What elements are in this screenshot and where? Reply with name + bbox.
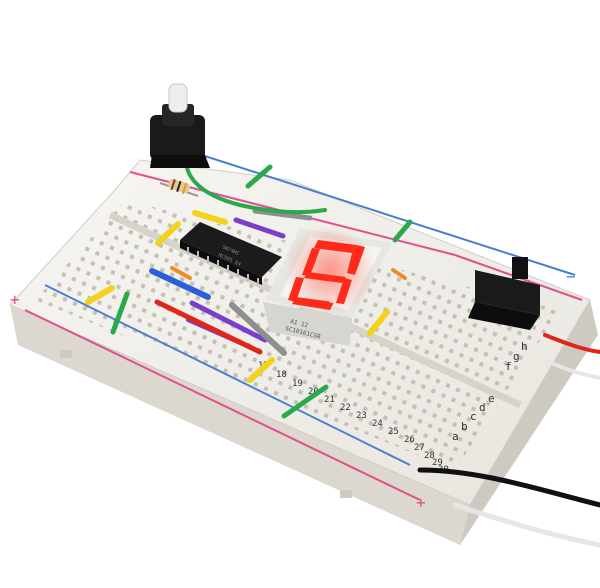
ic-chip: SN74HC HC595 E4: [180, 222, 282, 285]
rail-line-blue-bottom: [44, 284, 411, 466]
col-letter-d: d: [479, 401, 486, 414]
rail-plus-bottom: +: [416, 493, 426, 512]
wire-yellow: [247, 357, 275, 383]
col-letter-f: f: [505, 360, 512, 373]
rail-plus-left: +: [10, 290, 20, 309]
col-letter-b: b: [461, 420, 468, 433]
row-number: 19: [292, 379, 303, 389]
lead-white-2: [543, 358, 600, 380]
wire-green-button: [184, 148, 327, 215]
row-number: 22: [340, 403, 351, 413]
wire-red: [154, 299, 263, 355]
wire-yellow: [155, 221, 181, 246]
rail-minus-right: −: [566, 267, 576, 286]
row-number: 28: [424, 451, 435, 461]
col-letter-e: e: [488, 392, 495, 405]
col-letter-h: h: [521, 340, 528, 353]
ic-pins: [187, 247, 259, 285]
wire-blue: [149, 268, 211, 300]
wire-green: [110, 291, 130, 335]
board-notch: [340, 490, 352, 498]
wire-orange: [170, 266, 192, 280]
wire-purple: [189, 300, 268, 343]
row-number: 27: [414, 443, 425, 453]
wire-purple: [233, 217, 286, 239]
column-letters: a b c d e f g h: [452, 340, 528, 443]
push-button: [150, 83, 210, 168]
jumper-wires: [85, 148, 413, 419]
row-number: 24: [372, 419, 383, 429]
wire-yellow: [367, 309, 390, 336]
row-number: 26: [404, 435, 415, 445]
display-label: A1 12: [290, 318, 310, 329]
lead-white: [452, 502, 600, 548]
seven-segment-display: A1 12 SC10161CSR 8: [263, 225, 392, 346]
wire-green: [281, 384, 329, 419]
decimal-point: [328, 295, 336, 303]
breadboard-side: [10, 305, 470, 545]
col-letter-g: g: [513, 350, 520, 363]
row-number: 18: [276, 370, 287, 380]
rail-line-red-bottom: [24, 309, 421, 501]
lead-red: [543, 333, 600, 354]
external-leads: [417, 333, 600, 548]
wire-green: [245, 164, 273, 189]
wire-green: [392, 219, 413, 243]
lead-black: [417, 467, 600, 508]
wire-orange: [391, 268, 407, 280]
row-number: 25: [388, 427, 399, 437]
row-number: 20: [308, 387, 319, 397]
breadboard-side-right: [460, 300, 598, 545]
wire-gray: [229, 302, 287, 356]
col-letter-a: a: [452, 430, 459, 443]
display-segments: [288, 240, 365, 310]
row-number: 29: [432, 458, 443, 468]
row-number: 21: [324, 395, 335, 405]
wire-yellow: [85, 285, 115, 305]
board-notch: [60, 350, 72, 358]
row-number: 23: [356, 411, 367, 421]
wire-gray: [252, 208, 313, 221]
col-letter-c: c: [470, 410, 477, 423]
resistor: [159, 178, 199, 197]
wire-yellow: [192, 210, 228, 225]
rail-line-blue-top: [154, 139, 576, 276]
slide-switch: [468, 257, 540, 330]
